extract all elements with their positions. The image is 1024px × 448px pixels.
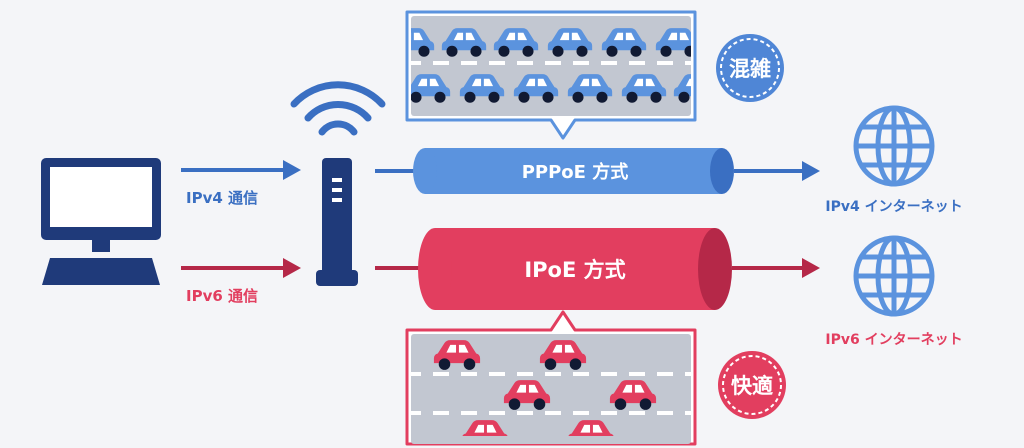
comfortable-text: 快適 bbox=[731, 374, 773, 398]
globe-icon bbox=[853, 105, 935, 187]
computer-icon bbox=[41, 158, 161, 285]
congested-text: 混雑 bbox=[729, 57, 771, 81]
pppoe-label: PPPoE 方式 bbox=[522, 161, 629, 183]
congested-badge: 混雑 bbox=[716, 34, 784, 102]
comfortable-badge: 快適 bbox=[718, 351, 786, 419]
ipv6-internet-label: IPv6 インターネット bbox=[825, 332, 962, 348]
comfortable-traffic-callout bbox=[405, 310, 697, 446]
ipv4-internet-label: IPv4 インターネット bbox=[825, 199, 962, 215]
ipv4-arrow bbox=[181, 160, 301, 180]
ipv6-label: IPv6 通信 bbox=[186, 287, 258, 305]
router-icon bbox=[316, 158, 358, 286]
ipoe-out-arrow bbox=[732, 258, 820, 278]
ipoe-label: IPoE 方式 bbox=[524, 258, 625, 282]
pppoe-pipe bbox=[413, 148, 734, 194]
wifi-icon bbox=[290, 81, 386, 136]
congested-traffic-callout bbox=[405, 10, 697, 140]
globe-icon bbox=[853, 235, 935, 317]
ipv6-arrow bbox=[181, 258, 301, 278]
ipoe-pipe bbox=[418, 228, 732, 310]
pppoe-out-arrow bbox=[734, 161, 820, 181]
ipv4-label: IPv4 通信 bbox=[186, 189, 258, 207]
